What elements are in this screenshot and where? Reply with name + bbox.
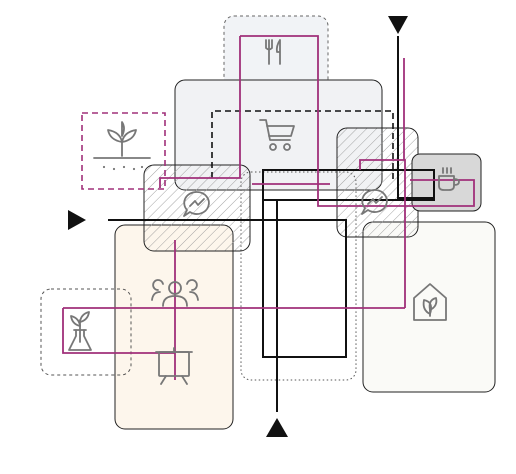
coffee-cup-icon: [438, 167, 460, 191]
zone-hatched-left: [143, 164, 251, 252]
route-magenta-lab: [62, 308, 175, 354]
black-routes: [108, 36, 435, 412]
route-magenta-restaurant-down: [159, 36, 241, 188]
route-black-main-loop: [108, 169, 435, 358]
chat-bubble-icon: [183, 191, 210, 217]
fork-knife-icon: [265, 39, 281, 65]
route-black-dashed: [211, 110, 394, 180]
route-magenta-mid: [359, 159, 406, 308]
sprout-icon: [93, 121, 151, 171]
chat-bubble-icon: [361, 189, 388, 215]
magenta-routes: [62, 35, 475, 380]
zone-cafe: [411, 153, 482, 212]
arrow-down-icon: [388, 16, 408, 34]
people-group-icon: [151, 279, 199, 307]
zone-dotted-center: [240, 171, 357, 381]
zones: [40, 15, 496, 430]
arrow-right-icon: [68, 210, 86, 230]
route-black-inbound-top: [397, 36, 434, 199]
plant-flask-icon: [68, 311, 92, 351]
zone-community-panel: [114, 224, 234, 430]
zone-farm-dashed: [81, 112, 166, 190]
house-leaf-icon: [413, 283, 447, 321]
route-magenta-restaurant: [240, 35, 475, 207]
shopping-cart-icon: [259, 119, 295, 151]
presentation-board-icon: [155, 347, 193, 385]
arrow-up-icon: [266, 418, 288, 437]
